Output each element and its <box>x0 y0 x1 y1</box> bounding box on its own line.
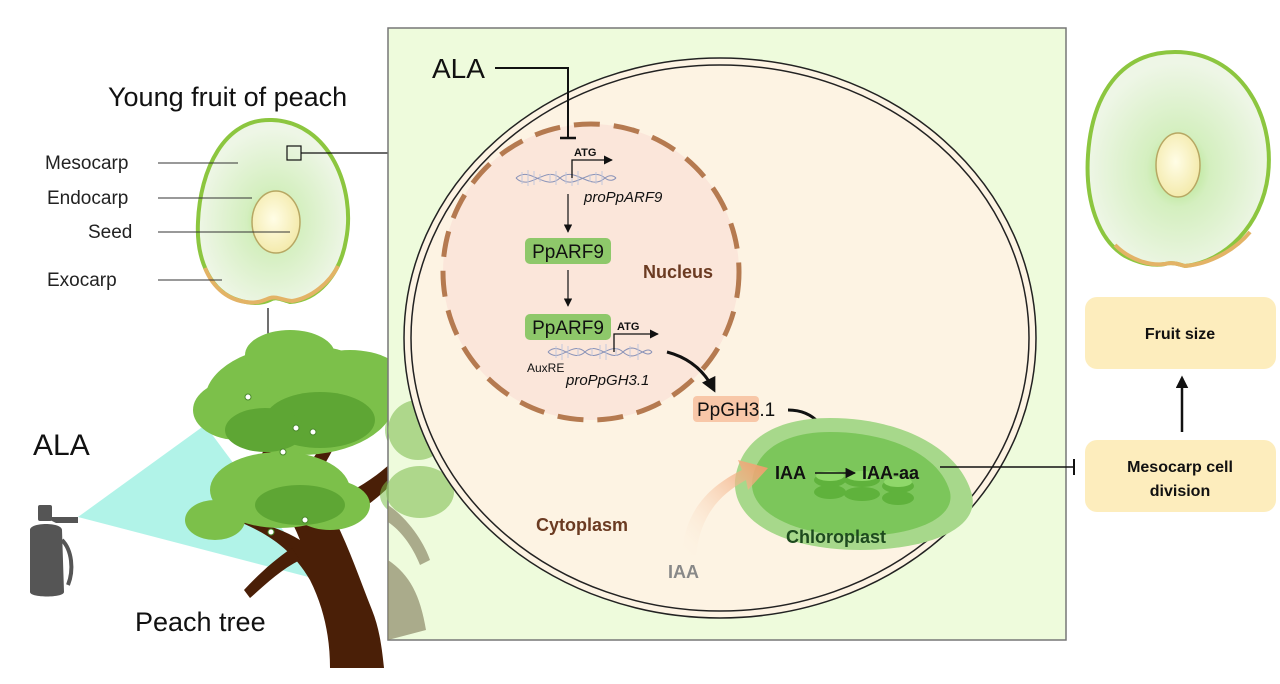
label-cell-division-2: division <box>1150 483 1210 500</box>
label-cell-division-1: Mesocarp cell <box>1127 459 1233 476</box>
label-atg-2: ATG <box>617 321 639 333</box>
label-chloroplast: Chloroplast <box>786 527 886 547</box>
dna-helix-2 <box>547 344 653 360</box>
label-atg-1: ATG <box>574 147 596 159</box>
arrow-iaa-import <box>682 460 768 555</box>
mature-fruit <box>1085 49 1271 269</box>
label-pro-pparf9: proPpARF9 <box>583 189 663 206</box>
young-fruit <box>195 117 351 305</box>
fruit-exocarp-base <box>203 265 340 305</box>
spray-cone <box>78 425 320 580</box>
cell-division-box <box>1085 440 1276 512</box>
label-cytoplasm: Cytoplasm <box>536 515 628 535</box>
tss-arrow-2 <box>613 329 659 352</box>
label-fruit-size: Fruit size <box>1145 326 1215 343</box>
ppgh3-box <box>693 396 759 422</box>
young-fruit-title: Young fruit of peach <box>108 82 347 112</box>
label-iaa-chloroplast: IAA <box>775 463 806 483</box>
mature-fruit-base <box>1113 230 1252 269</box>
label-endocarp: Endocarp <box>47 188 128 209</box>
chloroplast <box>734 418 973 550</box>
label-nucleus: Nucleus <box>643 262 713 282</box>
seed-shape <box>251 190 301 254</box>
tss-arrow-1 <box>571 155 613 178</box>
dna-helix-1 <box>515 170 617 186</box>
label-peach-tree: Peach tree <box>135 607 266 637</box>
fruit-part-labels: Mesocarp Endocarp Seed Exocarp <box>45 153 290 291</box>
label-auxre: AuxRE <box>527 361 564 375</box>
label-pparf9-protein: PpARF9 <box>532 242 604 263</box>
sprayer-icon <box>30 505 78 597</box>
ala-inhibition-line <box>495 67 569 138</box>
label-ala-spray: ALA <box>33 429 90 462</box>
label-pro-ppgh3: proPpGH3.1 <box>565 372 649 389</box>
tree-trunk <box>235 440 384 668</box>
arrow-to-ppgh3 <box>666 350 716 393</box>
pparf9-bound-box <box>525 314 611 340</box>
label-iaa-cytoplasm: IAA <box>668 562 699 582</box>
label-ppgh3: PpGH3.1 <box>697 400 775 421</box>
nucleus <box>440 121 742 423</box>
label-seed: Seed <box>88 222 132 243</box>
cell-membrane-inner <box>410 64 1030 612</box>
label-pparf9-bound: PpARF9 <box>532 318 604 339</box>
label-iaa-aa: IAA-aa <box>862 463 920 483</box>
pparf9-protein-box <box>525 238 611 264</box>
label-ala-signal: ALA <box>432 53 485 84</box>
fruit-size-box <box>1085 297 1276 369</box>
label-exocarp: Exocarp <box>47 270 117 291</box>
label-mesocarp: Mesocarp <box>45 153 128 174</box>
mature-seed <box>1155 132 1201 198</box>
